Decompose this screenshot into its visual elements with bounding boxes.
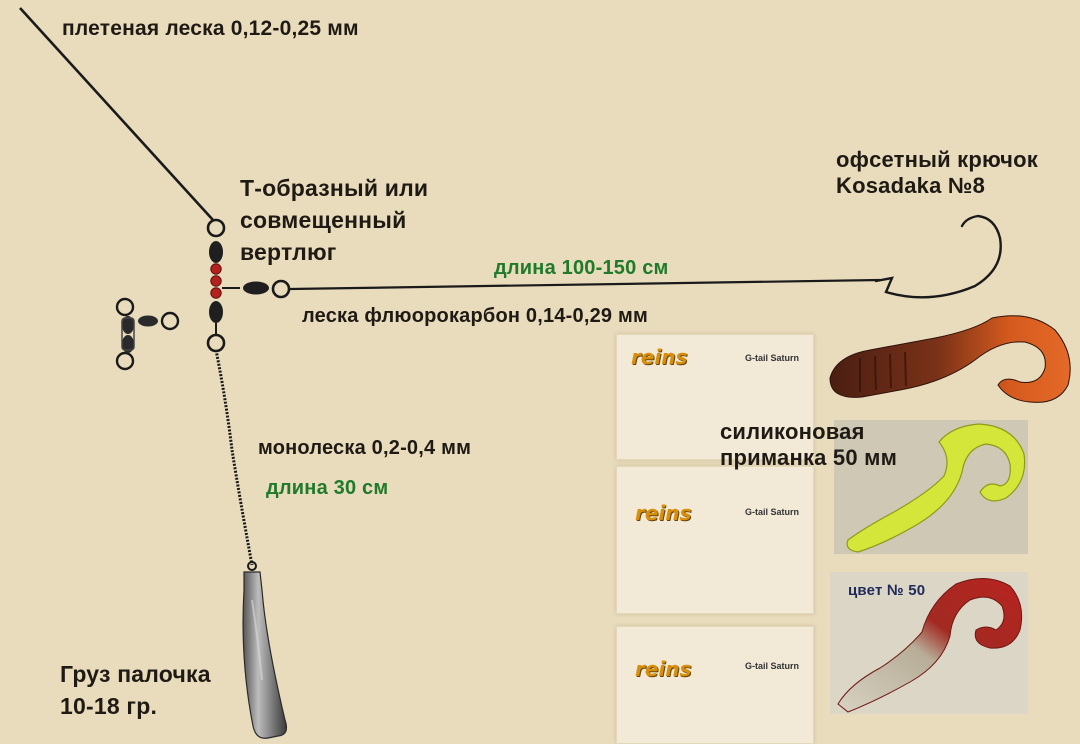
swivel-label-line-1: Т-образный или (240, 175, 429, 201)
brand-logo: reins (635, 501, 692, 525)
fluoro-leader-line (289, 278, 881, 291)
mono-line (214, 349, 254, 566)
lure-package-3: reins G-tail Saturn (616, 626, 814, 744)
package-model: G-tail Saturn (745, 661, 800, 671)
braid-line (19, 7, 214, 221)
stick-sinker (242, 561, 288, 739)
mono-length-label: длина 30 см (266, 477, 389, 499)
mono-line-label: монолеска 0,2-0,4 мм (258, 437, 472, 459)
red-lure-icon (837, 578, 1023, 713)
lure-label-line-2: приманка 50 мм (720, 445, 898, 470)
lure-package-2: reins G-tail Saturn (616, 466, 814, 614)
fluoro-line-label: леска флюорокарбон 0,14-0,29 мм (302, 305, 648, 327)
weight-label-line-1: Груз палочка (60, 661, 211, 687)
t-swivel (115, 297, 180, 371)
chartreuse-lure-icon (846, 423, 1026, 553)
brand-logo: reins (635, 657, 692, 681)
hook-label-line-2: Kosadaka №8 (836, 173, 986, 198)
lure-label-line-1: силиконовая (720, 419, 865, 444)
package-model: G-tail Saturn (745, 353, 800, 363)
lure-package-1: reins G-tail Saturn (616, 334, 814, 460)
orange-curly-tail-lure (829, 315, 1071, 403)
offset-hook (874, 214, 1002, 299)
weight-label-line-2: 10-18 гр. (60, 693, 158, 719)
combined-swivel (206, 218, 291, 353)
leader-length-label: длина 100-150 см (494, 257, 669, 279)
color-number-label: цвет № 50 (848, 582, 926, 599)
brand-logo: reins (631, 345, 688, 369)
swivel-label-line-2: совмещенный (240, 207, 407, 233)
package-model: G-tail Saturn (745, 507, 800, 517)
hook-label-line-1: офсетный крючок (836, 147, 1038, 172)
chartreuse-lure-photo (834, 420, 1028, 554)
red-lure-photo: цвет № 50 (830, 572, 1028, 714)
braid-line-label: плетеная леска 0,12-0,25 мм (62, 17, 359, 40)
swivel-label-line-3: вертлюг (240, 239, 337, 265)
